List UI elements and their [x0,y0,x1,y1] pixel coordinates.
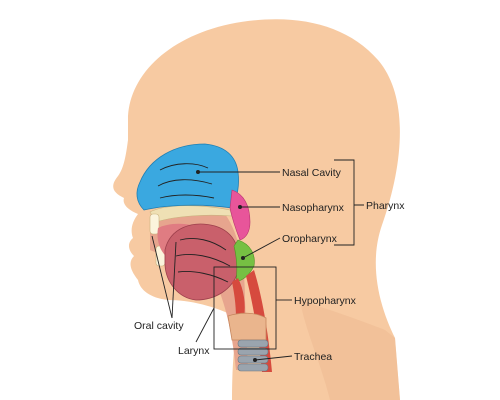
trachea-ring [237,355,269,364]
larynx-leader [195,307,215,343]
label-nasopharynx: Nasopharynx [282,202,345,214]
trachea-rings [237,339,269,372]
label-trachea: Trachea [294,351,332,363]
epiglottis [232,278,245,318]
oral-cavity-leader-1 [151,235,173,319]
trachea-ring [237,363,269,372]
larynx-tube [227,312,267,341]
label-nasal-cavity: Nasal Cavity [282,167,342,179]
label-hypopharynx: Hypopharynx [294,295,357,307]
trachea-ring [237,347,269,356]
tongue-texture-1 [179,238,227,251]
neck-shadow [300,300,400,400]
label-oropharynx: Oropharynx [282,233,338,245]
tongue-texture-3 [177,271,229,283]
trachea-ring [237,339,269,348]
nasal-turbinate-1 [159,163,209,171]
oropharynx-leader [242,237,281,259]
leader-lines [151,159,364,362]
nasal-turbinate-3 [159,194,215,199]
trachea-leader [254,355,293,361]
oral-cavity-leader-2 [171,241,177,319]
oropharynx-region [233,239,255,283]
nasal-turbinate-2 [157,179,213,187]
label-oral-cavity: Oral cavity [134,320,184,332]
upper-teeth [149,213,160,235]
head-silhouette [113,19,400,400]
label-pharynx: Pharynx [366,200,405,212]
tongue-texture-2 [175,254,231,267]
label-larynx: Larynx [178,345,210,357]
pharynx-bracket [334,159,364,246]
nasopharynx-region [229,189,251,241]
